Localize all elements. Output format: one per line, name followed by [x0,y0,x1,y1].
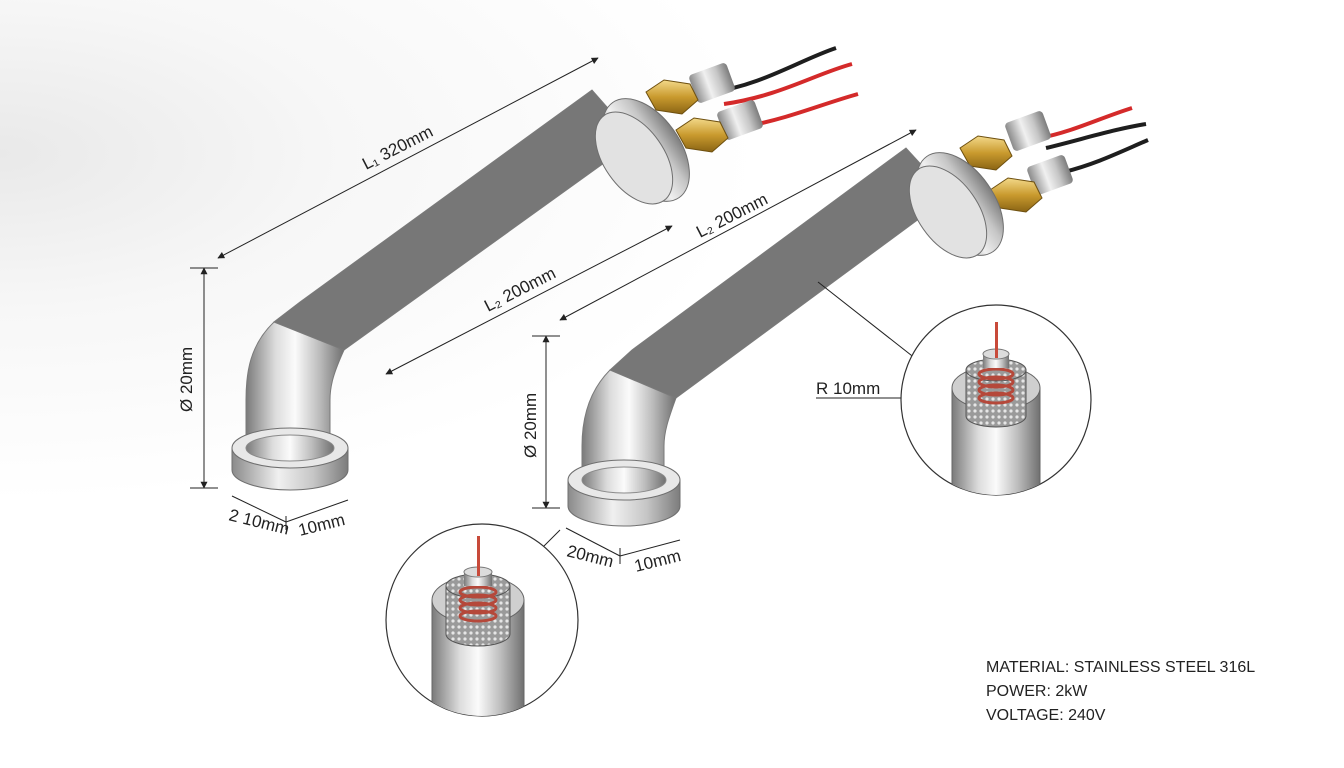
base-flange-left [231,427,349,491]
dimension-diameter-label: Ø 20mm [177,347,196,412]
flange-width-label: 10mm [296,510,346,540]
cutaway-detail-right [900,304,1092,496]
heater-right: L₂ 200mm Ø 20mm R 10mm 20mm 10mm [521,106,1149,576]
spec-block: MATERIAL: STAINLESS STEEL 316L POWER: 2k… [986,656,1255,728]
dimension-l2-label: L₂ 200mm [693,189,771,241]
cutaway-detail-left [385,523,579,717]
spec-voltage: VOLTAGE: 240V [986,707,1106,724]
flange-height-label: 20mm [565,541,615,571]
flange-height-label: 2 10mm [227,505,291,538]
dimension-l2-label: L₂ 200mm [481,263,559,315]
brass-nut-icon [959,135,1043,213]
spec-power: POWER: 2kW [986,683,1088,700]
base-flange-right [567,459,681,527]
heating-coil-icon [458,585,498,623]
dimension-lines-right [532,129,959,564]
dimension-diameter-label: Ø 20mm [521,393,540,458]
terminal-studs-right [1005,111,1073,195]
heating-coil-icon [977,367,1015,405]
dimension-l1-label: L₁ 320mm [359,122,436,174]
spec-material: MATERIAL: STAINLESS STEEL 316L [986,659,1256,676]
bend-radius-label: R 10mm [816,379,880,398]
top-flange-right [908,152,1004,259]
